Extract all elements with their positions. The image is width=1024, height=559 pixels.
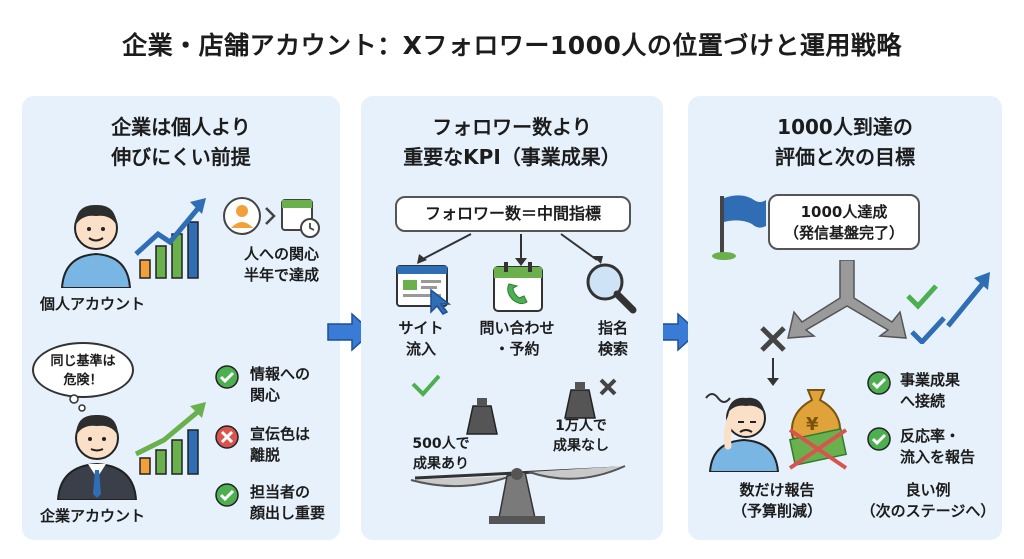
warning-bubble: 同じ基準は 危険！ xyxy=(32,342,134,398)
good-point-2: 反応率・ 流入を報告 xyxy=(900,427,976,466)
good-example-label: 良い例 （次のステージへ） xyxy=(860,481,996,520)
good-point-1: 事業成果 へ接続 xyxy=(900,371,961,410)
goal-box: 1000人達成 （発信基盤完了） xyxy=(768,194,920,250)
point-2: 宣伝色は 離脱 xyxy=(250,425,311,464)
calendar-phone-icon xyxy=(493,262,543,312)
bad-weight-label: 1万人で 成果なし xyxy=(553,418,609,454)
distressed-person-icon xyxy=(705,393,780,472)
panel-title: 企業は個人より 伸びにくい前提 xyxy=(111,115,251,169)
panel-evaluation: 1000人到達の 評価と次の目標 1000人達成 （発信基盤完了） ¥ xyxy=(688,96,1002,540)
person-to-calendar-icon xyxy=(223,197,320,238)
personal-account-label: 個人アカウント xyxy=(40,295,146,313)
corporate-account-label: 企業アカウント xyxy=(40,507,146,525)
magnifier-icon xyxy=(586,263,637,314)
corporate-person-icon xyxy=(56,414,138,500)
cross-icon xyxy=(760,326,786,352)
money-bag-crossed-icon: ¥ xyxy=(788,389,848,470)
kpi-branded-search: 指名 検索 xyxy=(597,319,628,358)
branch-arrows-icon xyxy=(417,233,603,266)
personal-growth-chart-icon xyxy=(134,198,206,279)
panel-title: 1000人到達の 評価と次の目標 xyxy=(775,115,915,169)
down-arrow-icon xyxy=(767,358,779,386)
kpi-inquiry: 問い合わせ ・予約 xyxy=(479,319,555,358)
check-icon xyxy=(215,483,239,507)
balance-scale-icon xyxy=(410,374,626,524)
corporate-growth-chart-icon xyxy=(134,402,206,475)
page-title: 企業・店舗アカウント：Xフォロワー1000人の位置づけと運用戦略 xyxy=(122,31,902,60)
check-icon xyxy=(215,365,239,389)
fork-arrow-icon xyxy=(787,260,907,339)
flag-icon xyxy=(712,195,766,260)
personal-note: 人への関心 半年で達成 xyxy=(244,245,320,284)
bubble-tail-icon xyxy=(69,394,86,412)
bad-example-label: 数だけ報告 （予算削減） xyxy=(731,481,822,520)
kpi-site-traffic: サイト 流入 xyxy=(398,319,444,358)
good-weight-label: 500人で 成果あり xyxy=(412,436,470,472)
svg-text:¥: ¥ xyxy=(806,414,819,435)
check-icon xyxy=(867,371,891,395)
panel-title: フォロワー数より 重要なKPI（事業成果） xyxy=(403,115,621,169)
point-3: 担当者の 顔出し重要 xyxy=(250,483,326,522)
panel-corporate-premise: 企業は個人より 伸びにくい前提 人への関心 半年で達成 個人アカウント 同じ基準… xyxy=(22,96,340,540)
point-1: 情報への 関心 xyxy=(250,365,311,404)
intermediate-metric-box: フォロワー数＝中間指標 xyxy=(395,196,631,232)
panel-kpi: フォロワー数より 重要なKPI（事業成果） フォロワー数＝中間指標 サイト 流入 xyxy=(361,96,663,540)
personal-person-icon xyxy=(60,204,132,288)
cross-icon xyxy=(215,425,239,449)
check-icon xyxy=(867,427,891,451)
checks-up-arrow-icon xyxy=(906,272,990,344)
browser-click-icon xyxy=(396,265,452,315)
